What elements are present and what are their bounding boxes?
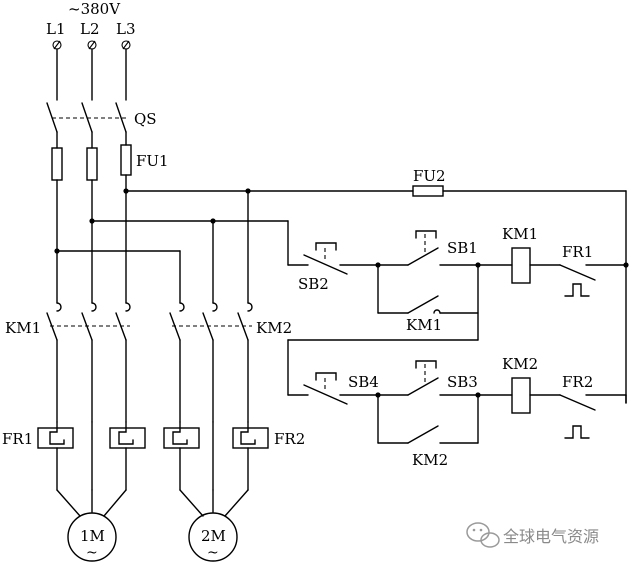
km1-coil-label: KM1: [502, 225, 538, 243]
fu1-fuses: [51, 144, 132, 304]
watermark-text: 全球电气资源: [503, 527, 599, 546]
motor-1-ac-symbol: ~: [86, 545, 98, 561]
fr1-heater-label: FR1: [2, 430, 33, 448]
motor-1: [56, 489, 127, 562]
fr1-heaters: [37, 421, 146, 491]
qs-switch: [46, 48, 128, 149]
fu1-label: FU1: [136, 152, 169, 170]
km1-aux-label: KM1: [406, 316, 442, 334]
rung-2: [287, 360, 627, 444]
km2-main-contacts: [169, 302, 253, 423]
bus-taps: [54, 188, 251, 304]
fr1-contact-label: FR1: [562, 243, 593, 261]
control-supply: [212, 185, 629, 404]
km2-main-label: KM2: [256, 319, 292, 337]
phase-label-l1: L1: [46, 20, 66, 38]
rung-1: [287, 230, 627, 341]
fr2-contact-label: FR2: [562, 373, 593, 391]
watermark: 全球电气资源: [466, 522, 599, 548]
km1-main-label: KM1: [5, 319, 41, 337]
sb1-label: SB1: [447, 239, 478, 257]
motor-2-ac-symbol: ~: [207, 545, 219, 561]
fu2-label: FU2: [413, 167, 446, 185]
fr2-heater-label: FR2: [274, 430, 305, 448]
supply-terminals: [52, 40, 131, 50]
supply-voltage-label: ~380V: [68, 0, 121, 18]
sb4-label: SB4: [348, 373, 379, 391]
km2-aux-label: KM2: [412, 451, 448, 469]
qs-label: QS: [134, 110, 157, 128]
phase-label-l2: L2: [80, 20, 100, 38]
sb2-label: SB2: [298, 275, 329, 293]
wechat-icon: [466, 522, 500, 548]
km1-main-contacts: [46, 302, 131, 423]
rung-link: [287, 339, 479, 396]
motor-2: [179, 489, 249, 562]
phase-label-l3: L3: [116, 20, 136, 38]
motor-2-label: 2M: [201, 527, 226, 545]
km2-coil-label: KM2: [502, 355, 538, 373]
fr2-heaters: [163, 421, 269, 491]
sb3-label: SB3: [447, 373, 478, 391]
motor-1-label: 1M: [80, 527, 105, 545]
